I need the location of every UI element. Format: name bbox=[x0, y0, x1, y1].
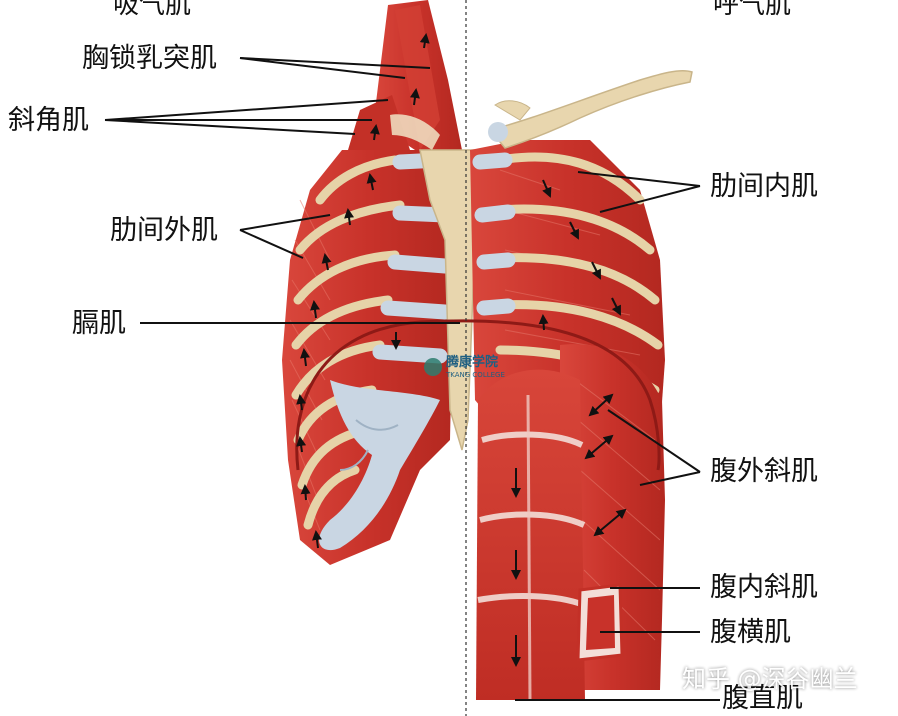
abdominal-muscles bbox=[476, 344, 665, 701]
leader-lines bbox=[104, 57, 720, 701]
rectus-abdominis-label: 腹直肌 bbox=[722, 683, 803, 714]
sternocleidomastoid-label: 胸锁乳突肌 bbox=[82, 43, 217, 74]
expiratory-muscles-header: 呼气肌 bbox=[713, 0, 792, 20]
logo-mark-icon bbox=[424, 358, 442, 376]
zhihu-watermark: 知乎 @深谷幽兰 bbox=[682, 665, 858, 693]
logo-subtitle: TKANG COLLEGE bbox=[446, 371, 505, 379]
external-intercostal-label: 肋间外肌 bbox=[110, 215, 218, 246]
movement-arrows bbox=[296, 33, 627, 667]
transversus-abdominis-label: 腹横肌 bbox=[710, 617, 791, 648]
diaphragm-label: 膈肌 bbox=[72, 308, 126, 339]
external-oblique-label: 腹外斜肌 bbox=[710, 456, 818, 487]
internal-oblique-label: 腹内斜肌 bbox=[710, 572, 818, 603]
internal-intercostal-label: 肋间内肌 bbox=[710, 171, 818, 202]
scalene-label: 斜角肌 bbox=[8, 105, 89, 136]
inspiratory-muscles-header: 吸气肌 bbox=[113, 0, 192, 20]
diaphragm-line bbox=[295, 319, 661, 471]
college-logo: 腾康学院 TKANG COLLEGE bbox=[424, 356, 514, 384]
neck-muscles bbox=[345, 0, 462, 165]
logo-name: 腾康学院 bbox=[446, 355, 499, 370]
